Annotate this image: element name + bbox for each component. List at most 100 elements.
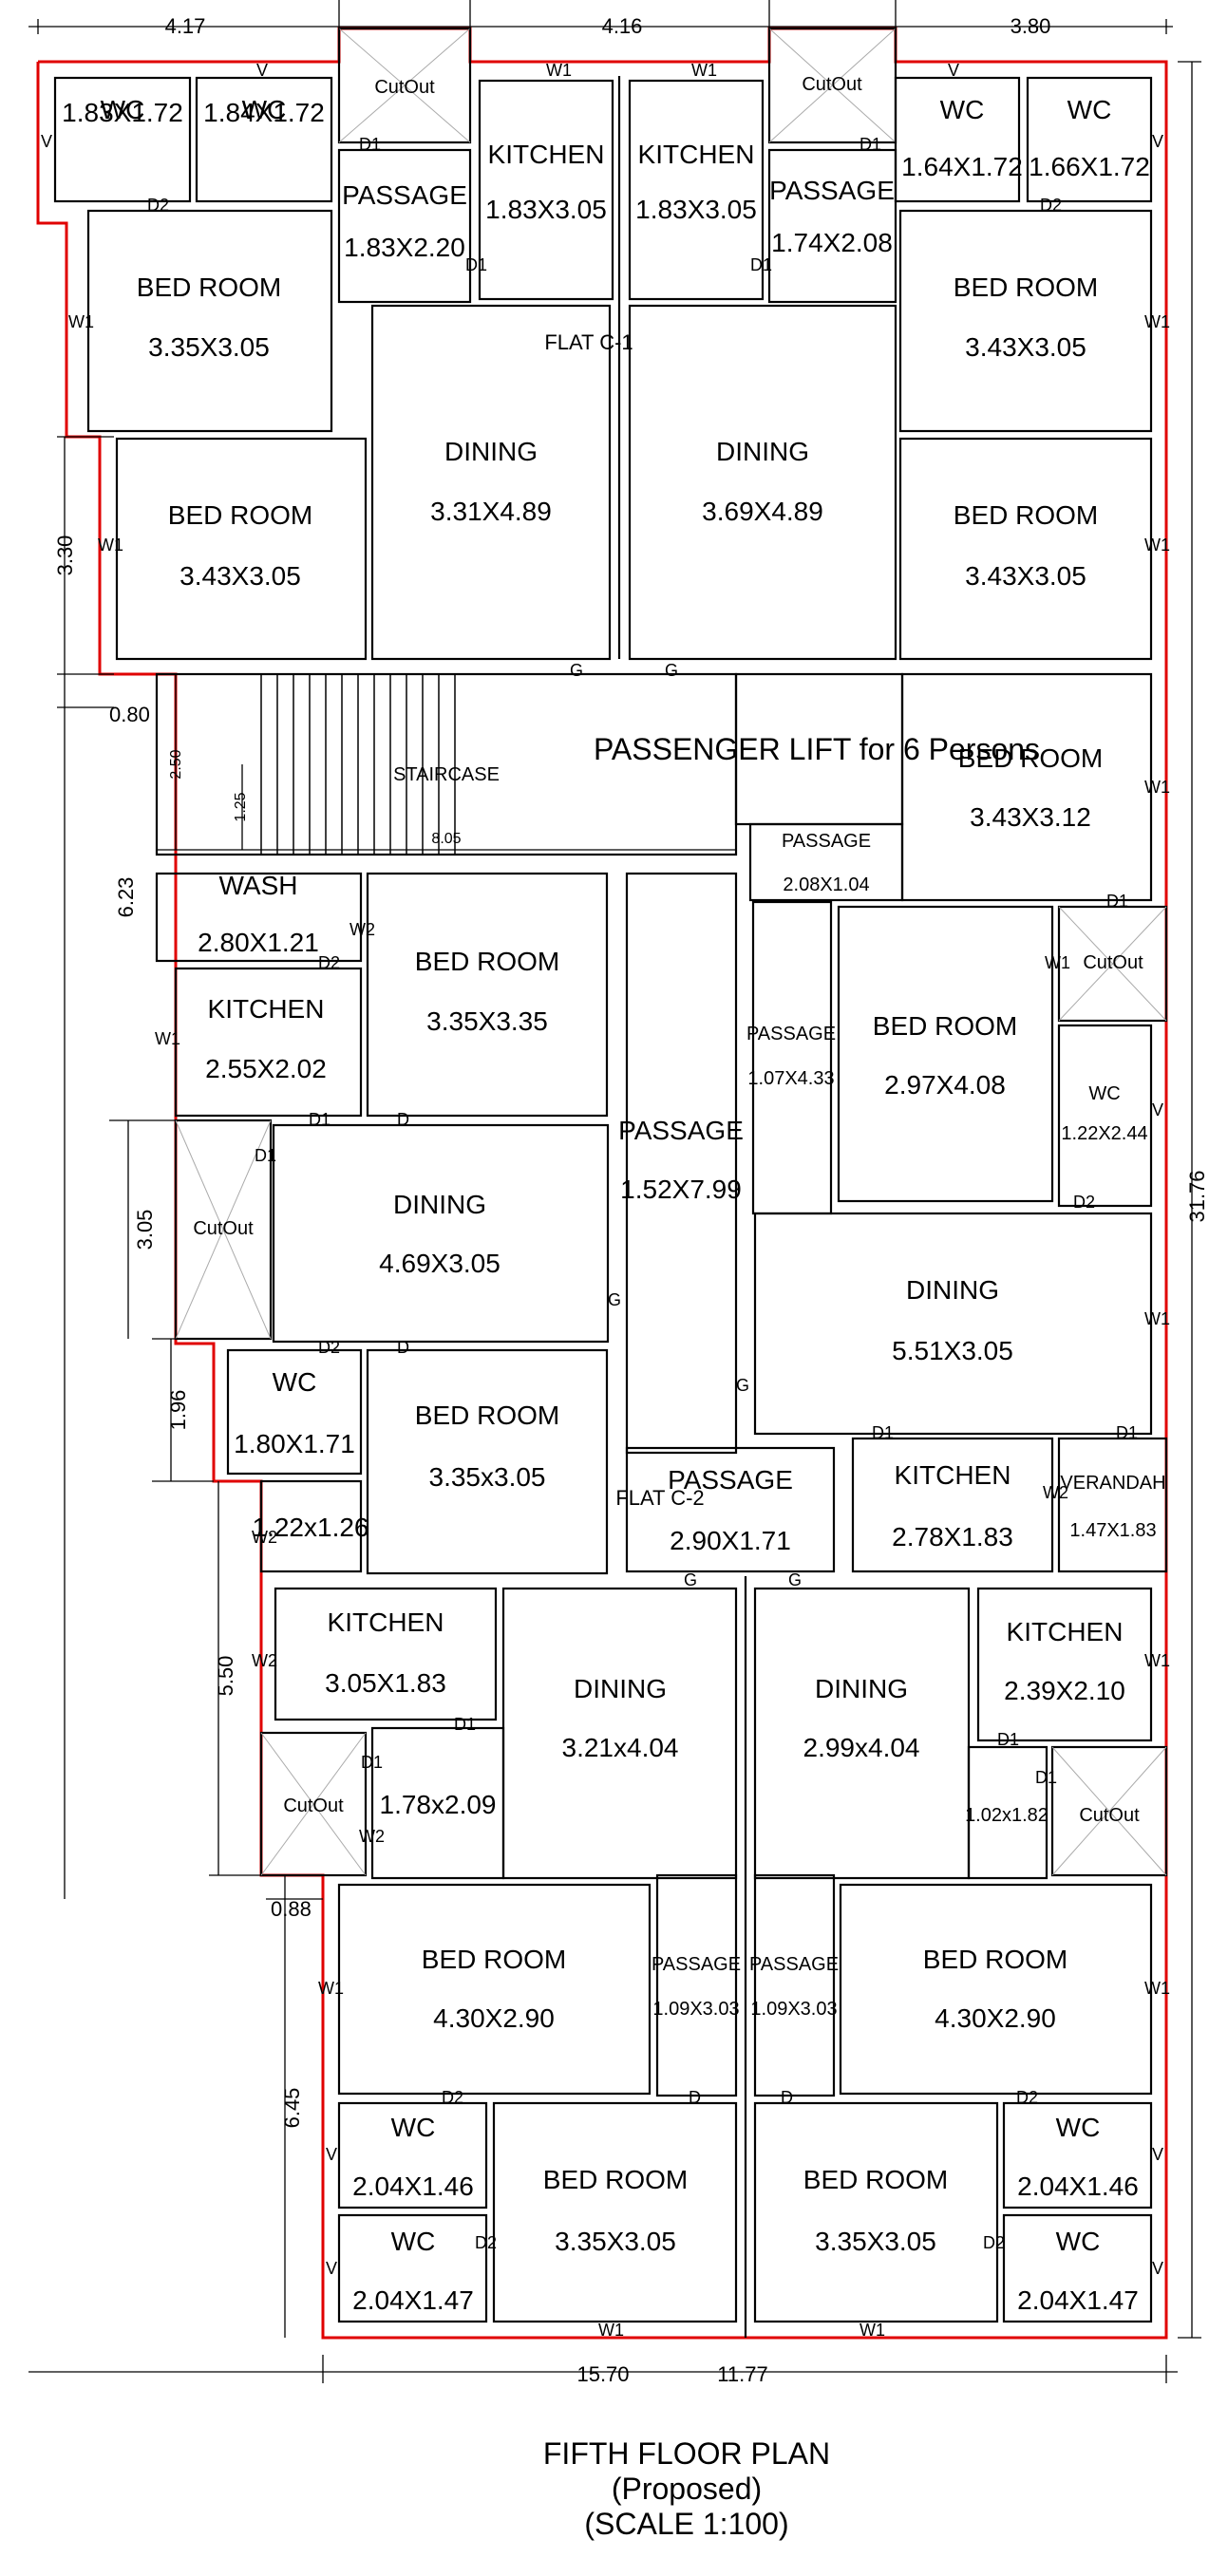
room-size-kitchen-c1-right: 1.83X3.05 [635,195,757,224]
room-name-cutout-top-left: CutOut [374,77,435,98]
room-name-dining-c1-left: DINING [444,437,538,466]
dim-bottom-1: 15.70 [576,2362,629,2386]
room-name-dining-c1-right: DINING [716,437,809,466]
room-name-wc-left-mid: WC [273,1367,317,1397]
room-bed-tl [86,209,333,433]
room-name-bed-mr: BED ROOM [954,500,1098,530]
tag-door1: D1 [361,1753,383,1772]
dim-left-1: 3.30 [53,536,77,576]
room-name-bed-right-mid: BED ROOM [873,1011,1017,1041]
room-wash [155,872,363,963]
room-name-wc-tl1: WC [101,95,145,124]
dim-stair-2: 1.25 [233,792,249,821]
tag-grill: G [736,1376,749,1395]
tag-door: D [397,1110,409,1129]
room-size-bed-bl: 4.30X2.90 [433,2003,555,2033]
room-wc-tr2 [1026,76,1153,203]
room-wc-bl2 [337,2213,488,2323]
room-size-bed-br2: 3.35X3.05 [815,2227,936,2256]
tag-door: D [689,2088,701,2107]
flat-label-c1: FLAT C-1 [544,330,633,354]
room-size-wc-tl2: 1.84X1.72 [203,98,325,127]
room-kitchen-c1-right [628,79,765,301]
room-name-bed-lift-right: BED ROOM [958,743,1103,773]
room-passage-bl [655,1873,738,2097]
tag-door1: D1 [359,135,381,154]
room-name-bed-c2b: BED ROOM [415,1401,559,1430]
room-name-dining-right-mid: DINING [906,1275,999,1305]
room-cutout-top-left [337,27,472,144]
room-small-left [259,1479,363,1573]
dim-top-3: 4.16 [602,14,643,38]
room-size-wash: 2.80X1.21 [198,928,319,957]
tag-door2: D2 [318,953,340,972]
room-bed-br2 [753,2101,999,2323]
room-name-passage-c2: PASSAGE [668,1465,793,1495]
room-size-dining-c1-right: 3.69X4.89 [702,497,823,526]
room-name-wash: WASH [219,871,298,900]
room-name-bed-tr: BED ROOM [954,273,1098,302]
room-wc-left-mid [226,1348,363,1476]
room-wc-bl1 [337,2101,488,2209]
plot-boundary [36,27,1168,2340]
room-size-bed-c2b: 3.35x3.05 [429,1462,546,1492]
tag-door1: D1 [872,1423,894,1442]
room-passage-long [625,872,738,1455]
tag-door: D [397,1338,409,1357]
room-dining-right-mid [753,1212,1153,1436]
room-cutout-bl [259,1731,368,1877]
tag-door2: D2 [442,2088,463,2107]
room-size-bed-bl2: 3.35X3.05 [555,2227,676,2256]
tag-grill: G [665,661,678,680]
tag-door: D [781,2088,793,2107]
room-size-verandah: 1.47X1.83 [1069,1520,1156,1541]
room-size-kitchen-right-mid: 2.78X1.83 [892,1522,1013,1551]
room-name-dining-bl: DINING [574,1674,667,1703]
room-name-bed-br: BED ROOM [923,1945,1067,1974]
room-name-staircase: STAIRCASE [393,764,500,785]
tag-door1: D1 [860,135,881,154]
room-size-bed-mr: 3.43X3.05 [965,561,1086,591]
room-name-bed-br2: BED ROOM [803,2165,948,2194]
room-name-wc-tr1: WC [940,95,985,124]
room-size-wc-tr2: 1.66X1.72 [1029,152,1150,181]
room-bed-ml [115,437,368,661]
room-size-dining-c2a: 4.69X3.05 [379,1249,501,1278]
room-name-dining-c2a: DINING [393,1190,486,1219]
room-size-bed-br: 4.30X2.90 [935,2003,1056,2033]
dim-left-6: 5.50 [214,1656,237,1697]
room-bed-tr [898,209,1153,433]
room-size-wc-left-mid: 1.80X1.71 [234,1429,355,1458]
tag-window: W1 [1144,1309,1170,1328]
tag-vent: V [1152,1100,1163,1119]
tag-window: W1 [1144,778,1170,797]
room-kitchen-c2a [174,967,363,1118]
plan-scale: (SCALE 1:100) [584,2507,788,2541]
room-name-kitchen-c2a: KITCHEN [208,994,325,1024]
room-size-bed-c2a: 3.35X3.35 [426,1006,548,1036]
room-name-cutout-bl: CutOut [283,1796,344,1816]
stair-treads [157,674,736,855]
room-size-kitchen-bl: 3.05X1.83 [325,1668,446,1698]
room-name-wc-tr2: WC [1067,95,1112,124]
room-size-wc-br2: 2.04X1.47 [1017,2285,1139,2315]
room-name-kitchen-c1-left: KITCHEN [488,140,605,169]
room-name-cutout-top-right: CutOut [802,74,862,95]
room-wc-tr1 [894,76,1021,203]
room-name-cutout-left-mid: CutOut [193,1218,254,1239]
tag-door1: D1 [1106,892,1128,911]
dim-left-7: 0.88 [271,1897,312,1921]
room-passage-narrow [751,900,833,1215]
tag-vent: V [256,61,268,80]
dim-top-1: 4.17 [165,14,206,38]
tag-door2: D2 [1073,1193,1095,1212]
dim-left-5: 1.96 [166,1390,190,1431]
dim-right-total: 31.76 [1185,1170,1209,1222]
room-size-wc-bl2: 2.04X1.47 [352,2285,474,2315]
room-size-passage-narrow: 1.07X4.33 [747,1068,834,1089]
room-size-passage-bl: 1.09X3.03 [652,1999,739,2020]
room-passage-c2 [625,1446,836,1573]
room-wc-tl1 [53,76,192,203]
tag-door1: D1 [1116,1423,1138,1442]
